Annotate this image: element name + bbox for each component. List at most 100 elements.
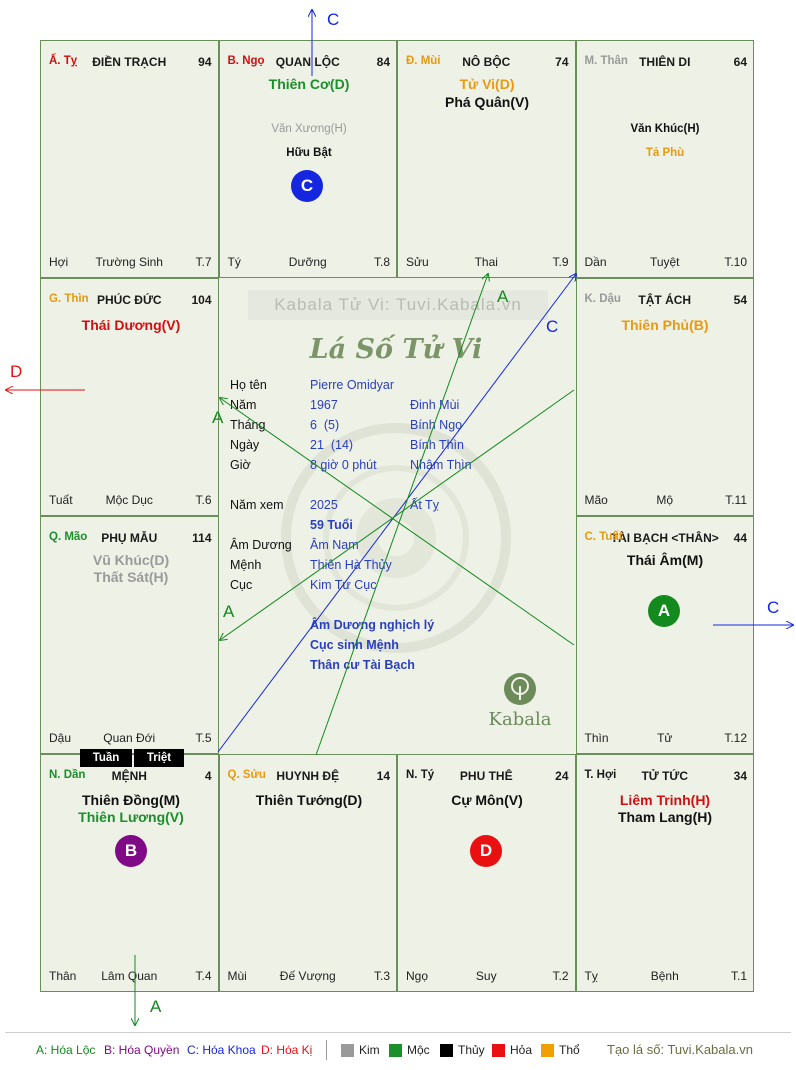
palace-branch: Tuất: [49, 493, 73, 507]
star-thai-duong: Thái Dương(V): [81, 317, 181, 333]
legend-divider: [5, 1032, 791, 1033]
legend-moc: Mộc: [407, 1043, 430, 1057]
label-ho-ten: Họ tên: [230, 378, 267, 392]
legend-kim: Kim: [359, 1043, 380, 1057]
chart-title: Lá Số Tử Vi: [309, 334, 483, 365]
star-ta-phu: Tả Phù: [645, 147, 685, 159]
palace-stem: C. Tuất: [584, 531, 623, 543]
palace-number: 104: [191, 293, 212, 307]
value-nam-xem-can: Ất Tỵ: [410, 498, 439, 512]
palace-name: TỬ TỨC: [641, 769, 689, 783]
star-thien-luong: Thiên Lương(V): [78, 809, 184, 825]
label-a-inner-1: A: [212, 408, 224, 427]
palace-stage: Tuyệt: [649, 255, 680, 269]
star-thien-tuong: Thiên Tướng(D): [255, 792, 363, 808]
legend-tho: Thổ: [559, 1043, 580, 1057]
hoa-ki-badge: D: [470, 835, 502, 867]
legend-hoa-ki: D: Hóa Kị: [261, 1043, 313, 1057]
palace-stage: Lâm Quan: [101, 969, 158, 983]
watermark-text: Kabala Tử Vi: Tuvi.Kabala.vn: [248, 290, 548, 320]
note-than-cu: Thân cư Tài Bạch: [310, 658, 415, 672]
palace-month: T.5: [195, 731, 212, 745]
value-am-duong: Âm Nam: [310, 538, 359, 552]
note-am-duong: Âm Dương nghịch lý: [310, 618, 435, 632]
palace-name: ĐIỀN TRẠCH: [92, 55, 167, 69]
palace-stage: Suy: [475, 969, 497, 983]
palace-name: HUYNH ĐỆ: [276, 769, 340, 783]
palace-branch: Tỵ: [584, 969, 598, 983]
palace-number: 94: [198, 55, 212, 69]
star-van-xuong: Văn Xương(H): [271, 123, 347, 135]
palace-month: T.7: [195, 255, 212, 269]
palace-stage: Thai: [474, 255, 498, 269]
label-menh: Mệnh: [230, 558, 262, 572]
palace-stage: Mộc Dục: [105, 493, 153, 507]
palace-month: T.1: [730, 969, 747, 983]
palace-month: T.2: [552, 969, 569, 983]
value-tuoi: 59 Tuổi: [310, 518, 353, 532]
legend-bar: A: Hóa Lộc B: Hóa Quyền C: Hóa Khoa D: H…: [0, 1032, 796, 1070]
star-pha-quan: Phá Quân(V): [444, 94, 529, 110]
value-nam-can: Đinh Mùi: [410, 398, 460, 412]
legend-thuy: Thủy: [458, 1043, 485, 1057]
legend-site-link[interactable]: Tạo lá số: Tuvi.Kabala.vn: [607, 1042, 753, 1057]
palace-stage: Bệnh: [650, 969, 679, 983]
line-green-cross-2: [220, 389, 575, 640]
palace-name: THIÊN DI: [639, 55, 691, 69]
palace-branch: Sửu: [406, 255, 429, 269]
palace-month: T.8: [373, 255, 390, 269]
kabala-logo: Kabala: [480, 672, 560, 730]
legend-hoa-quyen: B: Hóa Quyền: [104, 1043, 180, 1057]
label-am-duong: Âm Dương: [230, 538, 292, 552]
star-thien-dong: Thiên Đồng(M): [82, 792, 180, 808]
label-a-inner-2: A: [497, 287, 509, 306]
palace-branch: Mão: [584, 493, 608, 507]
value-nam: 1967: [310, 398, 338, 412]
palace-number: 84: [376, 55, 390, 69]
label-cuc: Cục: [230, 578, 253, 592]
palace-stage: Trường Sinh: [95, 255, 163, 269]
palace-name: TẬT ÁCH: [638, 293, 692, 307]
star-thien-phu: Thiên Phủ(B): [621, 317, 709, 333]
palace-stem: B. Ngọ: [227, 55, 265, 67]
hoa-khoa-badge: C: [291, 170, 323, 202]
tree-icon: [504, 673, 536, 705]
palace-stem: Q. Mão: [49, 531, 88, 543]
swatch-kim: [341, 1044, 354, 1057]
label-nam-xem: Năm xem: [230, 498, 284, 512]
palace-number: 44: [733, 531, 747, 545]
palace-stem: T. Hợi: [584, 769, 617, 781]
palace-branch: Thân: [49, 969, 77, 983]
logo-text: Kabala: [488, 709, 552, 730]
palace-stage: Tử: [657, 731, 673, 745]
swatch-hoa: [492, 1044, 505, 1057]
palace-number: 34: [733, 769, 747, 783]
triet-badge: Triệt: [134, 749, 184, 767]
palace-stage: Đế Vượng: [279, 969, 336, 983]
palace-name: PHỤ MẪU: [101, 531, 158, 545]
star-tu-vi: Tử Vi(D): [459, 76, 515, 92]
palace-stage: Mộ: [656, 493, 674, 507]
value-thang: 6 (5): [310, 418, 340, 432]
star-that-sat: Thất Sát(H): [93, 569, 169, 585]
palace-month: T.10: [724, 255, 747, 269]
palace-branch: Tý: [227, 255, 241, 269]
palace-branch: Thìn: [584, 731, 609, 745]
palace-month: T.12: [724, 731, 747, 745]
palace-stem: M. Thân: [584, 55, 628, 67]
palace-stage: Dưỡng: [288, 255, 327, 269]
legend-separator: [326, 1040, 327, 1060]
value-ho-ten: Pierre Omidyar: [310, 378, 395, 392]
